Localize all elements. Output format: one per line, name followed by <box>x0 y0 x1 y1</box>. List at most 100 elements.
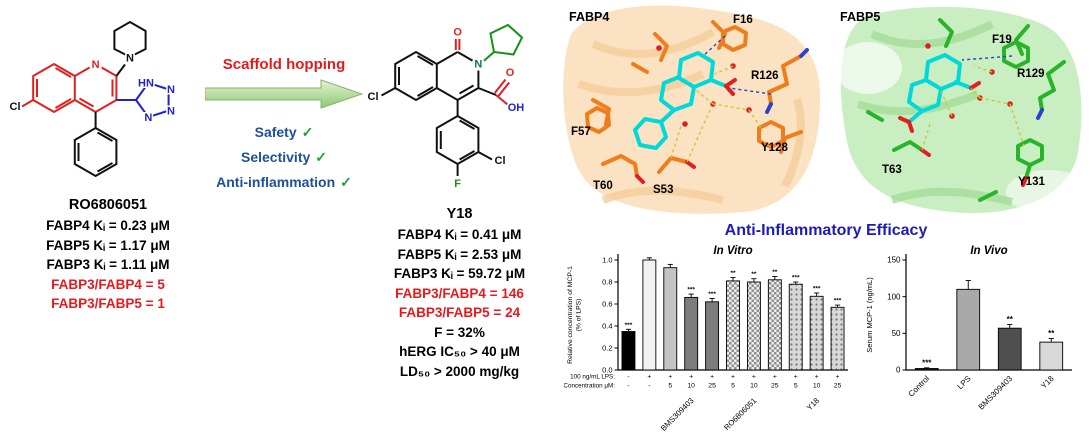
svg-text:In Vitro: In Vitro <box>713 245 752 257</box>
fabp5-structure-image <box>832 4 1084 216</box>
svg-text:+: + <box>815 374 819 381</box>
svg-text:**: ** <box>730 270 736 277</box>
ki-line: FABP3 Kᵢ = 59.72 μM <box>393 266 526 281</box>
protein-ribbons <box>577 28 805 204</box>
piperidine-ring <box>113 20 147 77</box>
invitro-bar-chart: 0.00.20.40.60.81.0**********************… <box>564 245 848 433</box>
residue-label: F57 <box>571 126 591 138</box>
quinoline-nitrogen-label: N <box>92 59 100 71</box>
check-icon: ✓ <box>301 124 314 140</box>
ki-line: FABP3 Kᵢ = 1.11 μM <box>46 257 170 272</box>
svg-text:In Vivo: In Vivo <box>970 245 1007 257</box>
svg-text:Y18: Y18 <box>1039 374 1056 391</box>
svg-text:***: *** <box>834 298 842 305</box>
residue-label: S53 <box>653 184 674 196</box>
svg-text:0.0: 0.0 <box>602 366 612 375</box>
residue-label: Y131 <box>1018 176 1045 188</box>
chlorine-atom-label: Cl <box>495 155 506 167</box>
residue-heteroatom-tips <box>635 48 809 184</box>
ligand <box>907 53 973 124</box>
svg-text:10: 10 <box>687 383 695 390</box>
compound-name: Y18 <box>446 206 473 222</box>
residue-label: F16 <box>733 14 753 26</box>
svg-text:0: 0 <box>896 366 901 375</box>
svg-text:25: 25 <box>771 383 779 390</box>
residue-label: Y128 <box>761 142 788 154</box>
svg-text:Y18: Y18 <box>805 396 821 412</box>
svg-text:10: 10 <box>813 383 821 390</box>
piperidine-nitrogen-label: N <box>126 53 134 65</box>
phenyl-ring <box>73 112 118 178</box>
scaffold-hopping-block: Scaffold hopping Safety✓ Selectivity✓ An… <box>204 56 364 195</box>
ligand <box>633 51 728 150</box>
tetrazole-nh-label: HN <box>138 78 154 90</box>
svg-text:-: - <box>648 383 650 390</box>
carboxylic-acid <box>494 78 510 106</box>
svg-text:LPS: LPS <box>956 374 973 391</box>
ki-line: FABP4 Kᵢ = 0.41 μM <box>397 227 522 242</box>
tetrazole-ring <box>116 81 170 119</box>
tetrazole-n-label: N <box>167 84 175 96</box>
svg-text:10: 10 <box>750 383 758 390</box>
ki-line: FABP5 Kᵢ = 2.53 μM <box>397 246 522 262</box>
benefit-text: Selectivity <box>241 149 311 165</box>
chlorine-atom-label: Cl <box>368 91 379 103</box>
svg-text:BMS309403: BMS309403 <box>977 374 1015 412</box>
svg-text:+: + <box>710 374 714 381</box>
residue-label: R129 <box>1017 68 1045 80</box>
selectivity-ratio-line: FABP3/FABP5 = 24 <box>398 305 521 320</box>
svg-text:+: + <box>836 374 840 381</box>
svg-text:Relative concentration of MCP-: Relative concentration of MCP-1 <box>567 266 574 364</box>
svg-text:***: *** <box>687 287 695 294</box>
svg-text:RO6806051: RO6806051 <box>722 396 758 432</box>
residue-label: F19 <box>992 34 1012 46</box>
lactam-oxygen-label: O <box>453 27 462 39</box>
y18-structure: O N O OH Cl Cl F <box>366 23 526 192</box>
chlorine-atom-label: Cl <box>10 101 21 113</box>
svg-text:+: + <box>689 374 693 381</box>
svg-text:0.4: 0.4 <box>602 322 612 331</box>
panel-title: FABP4 <box>569 10 610 24</box>
svg-text:+: + <box>731 374 735 381</box>
svg-text:25: 25 <box>708 383 716 390</box>
pi-interactions <box>961 55 1013 61</box>
check-icon: ✓ <box>315 149 327 165</box>
lactam-carbonyl <box>454 39 461 50</box>
benefit-text: Anti-inflammation <box>216 174 336 190</box>
chlorofluorophenyl-ring <box>435 100 493 176</box>
svg-text:BMS309403: BMS309403 <box>659 396 696 433</box>
benefits-list: Safety✓ Selectivity✓ Anti-inflammation✓ <box>204 120 364 195</box>
svg-text:+: + <box>668 374 672 381</box>
ro6806051-data-block: RO6806051 FABP4 Kᵢ = 0.23 μM FABP5 Kᵢ = … <box>2 197 214 314</box>
selectivity-ratio-line: FABP3/FABP5 = 1 <box>51 296 165 311</box>
residue-label: T63 <box>882 164 902 176</box>
svg-text:0.6: 0.6 <box>602 300 612 309</box>
ki-line: FABP4 Kᵢ = 0.23 μM <box>46 218 170 233</box>
svg-text:(% of LPS): (% of LPS) <box>576 299 583 332</box>
cyclopentyl-ring <box>483 23 524 62</box>
svg-text:+: + <box>773 374 777 381</box>
ligand-carboxylate <box>898 81 981 133</box>
ki-line: FABP5 Kᵢ = 1.17 μM <box>46 237 170 253</box>
residue-label: T60 <box>593 180 613 192</box>
residue-label: R126 <box>751 70 779 82</box>
scaffold-hopping-label: Scaffold hopping <box>222 56 346 73</box>
y18-data-block: Y18 FABP4 Kᵢ = 0.41 μM FABP5 Kᵢ = 2.53 μ… <box>352 206 567 381</box>
svg-text:**: ** <box>1048 329 1055 338</box>
svg-text:***: *** <box>708 291 716 298</box>
svg-text:**: ** <box>772 269 778 276</box>
svg-text:***: *** <box>813 286 821 293</box>
svg-text:5: 5 <box>794 383 798 390</box>
hydrogen-bonds <box>670 65 764 163</box>
svg-text:5: 5 <box>668 383 672 390</box>
fluorine-atom-label: F <box>454 178 461 190</box>
benefit-text: Safety <box>254 124 297 140</box>
svg-text:1.0: 1.0 <box>602 256 612 265</box>
svg-text:**: ** <box>751 271 757 278</box>
residue-heteroatom-tips <box>920 108 1044 187</box>
svg-text:-: - <box>627 383 629 390</box>
pi-interactions <box>702 35 772 95</box>
